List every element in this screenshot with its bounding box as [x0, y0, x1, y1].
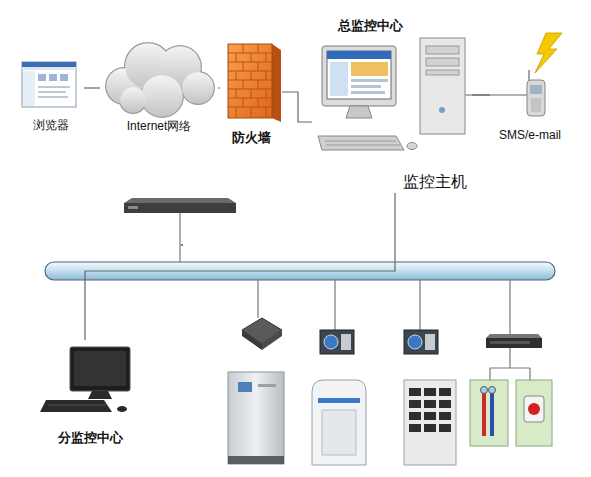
node-label: 防火墙: [220, 130, 282, 146]
sensor-module: [470, 334, 552, 446]
firewall-wall: [228, 44, 281, 122]
network-link: [84, 87, 100, 88]
network-link: [282, 92, 312, 122]
device-node: 分监控中心: [30, 340, 150, 452]
phone-wire: [464, 94, 527, 95]
node-label: 监控主机: [398, 172, 472, 191]
node-label: 总监控中心: [320, 18, 420, 34]
network-link: [85, 193, 395, 340]
sub-computer: [40, 347, 130, 412]
network-link: [218, 87, 220, 88]
device-node: Internet网络: [100, 35, 218, 140]
node-label: 分监控中心: [30, 430, 150, 446]
network-switch: [124, 198, 236, 263]
node-label: SMS/e-mail: [490, 128, 570, 142]
ups-cabinet: [312, 330, 366, 465]
node-label: 浏览器: [18, 118, 84, 132]
node-label: Internet网络: [100, 119, 218, 133]
device-cabinet: [228, 318, 284, 464]
data-bus: [45, 262, 555, 280]
switch-cabinet: [404, 330, 456, 465]
browser-screenshot: [22, 62, 76, 107]
internet-cloud: [105, 42, 215, 118]
device-node: SMS/e-mail: [490, 30, 570, 145]
host-computer: [318, 38, 465, 150]
network-link: [472, 94, 490, 95]
bus-drops: [258, 280, 510, 334]
device-node: 总监控中心监控主机: [312, 15, 472, 193]
sms-phone: [527, 33, 562, 116]
device-node: 防火墙: [220, 40, 282, 150]
device-node: 浏览器: [18, 58, 84, 138]
